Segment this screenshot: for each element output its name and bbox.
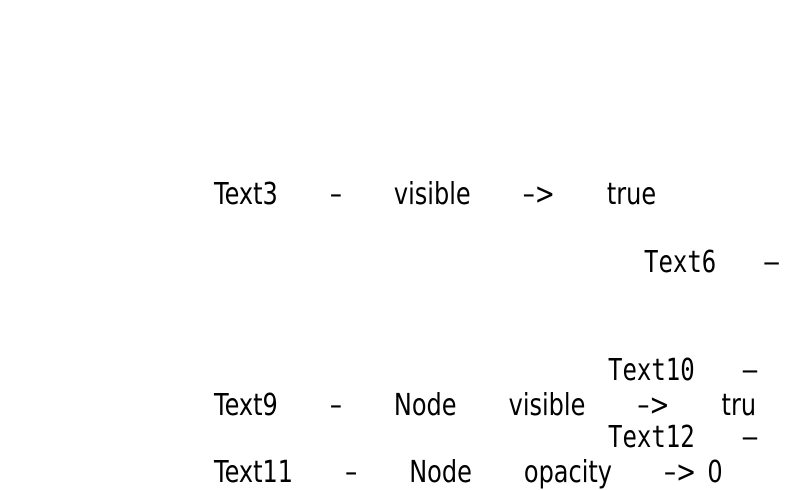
text10-label-text: Text10 – Nod [608, 353, 758, 388]
text10-label: Text10 – Nod [608, 353, 800, 388]
text6-label: Text6 – opac [608, 210, 800, 280]
text9-label-text: Text9 – Node visible –> tru [214, 388, 757, 423]
text12-label: Text12 – Nod [608, 420, 800, 455]
text10-element-box: Text10 – Nod [604, 353, 800, 388]
text12-element-box: Text12 – Nod [598, 420, 800, 455]
text11-value: 0 [707, 455, 723, 490]
text9-label: Text9 – Node visible –> tru [195, 353, 800, 423]
text11-label-text: Text11 – Node opacity –>0 [214, 455, 723, 490]
text6-label-text: Text6 – opac [644, 245, 779, 280]
text3-label-text: Text3 – visible –> true [214, 177, 657, 212]
text3-label: Text3 – visible –> true [195, 142, 767, 212]
text12-label-text: Text12 – Nod [608, 420, 758, 455]
canvas: { "page": { "background_color": "#ffffff… [195, 142, 800, 490]
